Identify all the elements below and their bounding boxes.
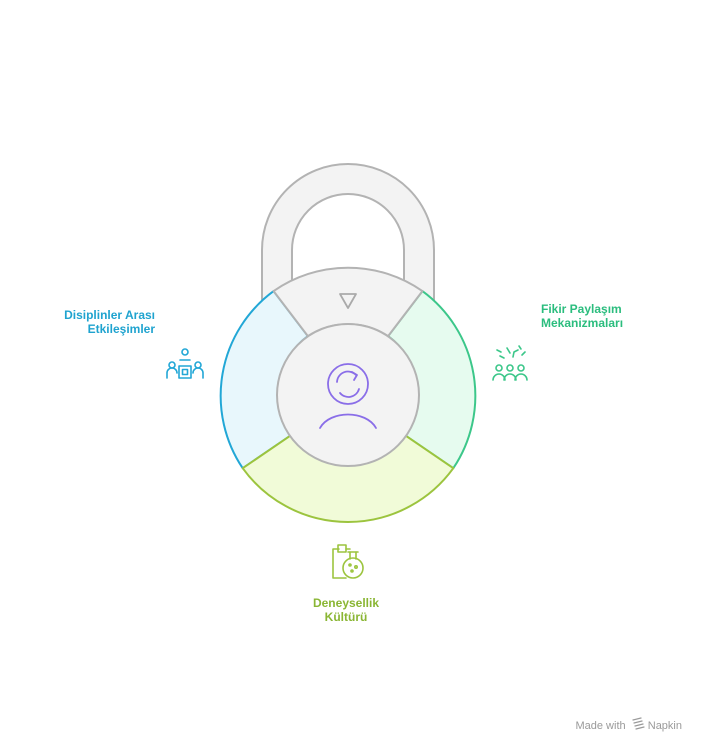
lab-flask-clipboard-icon (332, 544, 364, 579)
label-idea-sharing-mechanisms: Fikir Paylaşım Mekanizmaları (541, 302, 623, 330)
padlock-shackle (261, 163, 435, 301)
label-bottom-line2: Kültürü (324, 610, 368, 624)
label-bottom-line1: Deneysellik (312, 596, 380, 610)
label-right-line1: Fikir Paylaşım (541, 302, 622, 316)
footer-text: Made with (575, 720, 626, 732)
label-experimentation-culture: Deneysellik Kültürü (296, 596, 396, 624)
idea-sharing-group-icon (492, 345, 528, 381)
footer-brand: Napkin (647, 720, 682, 732)
label-right-line2: Mekanizmaları (541, 316, 624, 330)
label-interdisciplinary-interactions: Disiplinler Arası Etkileşimler (64, 308, 155, 336)
made-with-napkin-footer[interactable]: Made with Napkin (575, 720, 682, 732)
label-left-line2: Etkileşimler (87, 322, 155, 336)
triangle-down-icon (339, 293, 357, 309)
people-collaboration-icon (166, 348, 204, 379)
napkin-logo-icon (632, 717, 645, 730)
mind-refresh-icon (319, 363, 377, 429)
center-circle (276, 323, 420, 467)
label-left-line1: Disiplinler Arası (64, 308, 155, 322)
